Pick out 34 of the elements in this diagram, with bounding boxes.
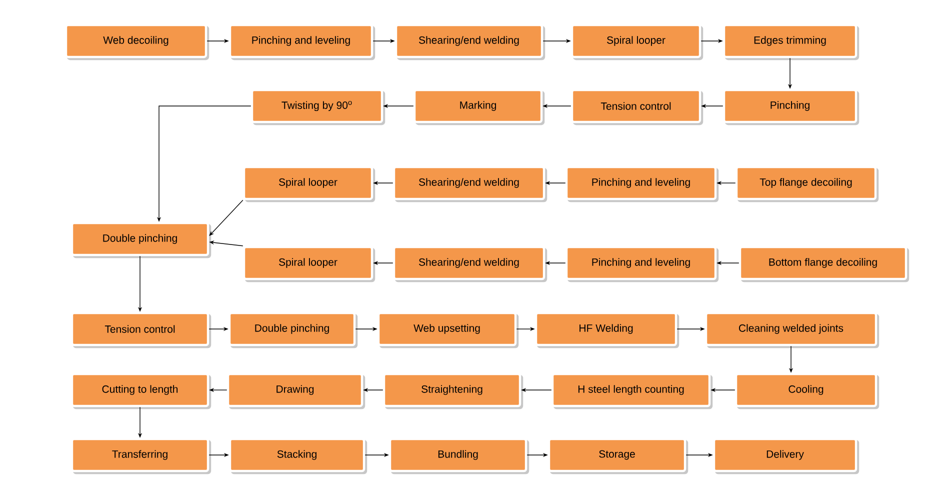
- process-box: Shearing/end welding: [392, 246, 548, 282]
- process-box: Spiral looper: [242, 166, 376, 202]
- process-box: H steel length counting: [551, 372, 713, 410]
- process-box: Spiral looper: [242, 246, 376, 282]
- process-box: Bundling: [388, 438, 530, 474]
- process-box: Double pinching: [228, 312, 358, 348]
- process-box: Tension control: [70, 312, 212, 348]
- process-box: Delivery: [712, 438, 860, 474]
- process-box: Web upsetting: [377, 312, 519, 348]
- process-box: Shearing/end welding: [394, 24, 546, 60]
- process-box: Pinching and leveling: [565, 166, 719, 202]
- process-box: Stacking: [228, 438, 368, 474]
- process-box: Drawing: [226, 372, 366, 410]
- process-box: Shearing/end welding: [392, 166, 548, 202]
- arrow: [209, 200, 244, 236]
- process-box: HF Welding: [534, 312, 680, 348]
- process-box: Twisting by 90$^{o}$: [250, 88, 386, 126]
- process-box: Transferring: [70, 438, 212, 474]
- process-box: Top flange decoiling: [735, 166, 879, 202]
- process-box: Edges trimming: [722, 24, 860, 60]
- process-box: Marking: [413, 88, 545, 126]
- process-box: Double pinching: [70, 222, 212, 258]
- process-box: Bottom flange decoiling: [738, 246, 910, 282]
- process-box: Cleaning welded joints: [704, 312, 880, 348]
- process-box: Tension control: [570, 88, 704, 126]
- process-box: Cutting to length: [70, 372, 212, 410]
- process-box: Straightening: [382, 372, 524, 410]
- process-box: Cooling: [734, 372, 880, 410]
- process-box: Storage: [548, 438, 688, 474]
- process-box: Web decoiling: [64, 24, 210, 60]
- process-box: Pinching and leveling: [565, 246, 719, 282]
- process-box: Pinching: [722, 88, 860, 126]
- process-box: Spiral looper: [570, 24, 704, 60]
- process-box: Pinching and leveling: [228, 24, 376, 60]
